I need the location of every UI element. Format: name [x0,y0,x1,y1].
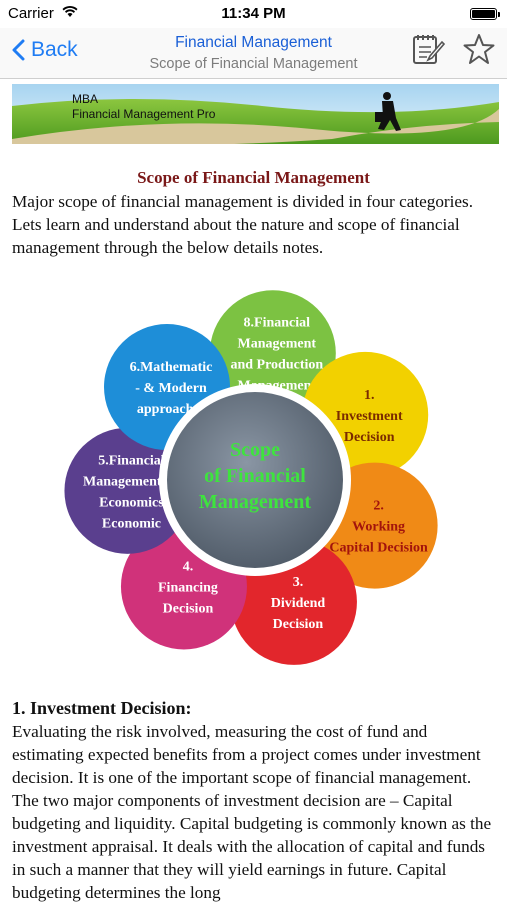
petal-label: 2. [373,499,384,514]
petal-label: and Production [230,358,323,373]
section-heading: 1. Investment Decision: [12,698,192,718]
petal-label: 3. [293,575,304,590]
app-banner: MBA Financial Management Pro [12,84,499,144]
back-button[interactable]: Back [12,38,78,62]
battery-icon [470,8,500,20]
petal-label: 5.Financial [98,453,165,468]
petal-label: Dividend [271,596,326,611]
petal-label: - & Modern [135,381,207,396]
petal-circle [209,290,336,417]
petal-label: Decision [344,430,395,445]
center-label: of Financial [204,465,306,487]
petal-label: Management an [83,474,180,489]
page-title: Financial Management [175,34,332,51]
petal-label: 1. [364,388,375,403]
banner-line-2: Financial Management Pro [72,107,216,121]
section-paragraph: Evaluating the risk involved, measuring … [12,722,492,902]
status-time: 11:34 PM [221,5,286,22]
banner-line-1: MBA [72,92,99,106]
petal-label: Management [238,337,317,352]
petal-label: Decision [273,617,324,632]
intro-paragraph: Major scope of financial management is d… [12,192,474,257]
petal-label: Economic [102,516,161,531]
petal-label: Economics [99,495,164,510]
petal-label: Decision [163,601,214,616]
page-subtitle: Scope of Financial Management [149,56,358,72]
petal-label: Investment [336,409,403,424]
back-label: Back [31,38,78,61]
center-circle [167,392,343,568]
article-heading: Scope of Financial Management [137,168,370,187]
navigation-bar: Back Financial Management Scope of Finan… [0,28,507,79]
petal-label: Financing [158,580,218,595]
chevron-left-icon [12,39,25,61]
center-label: Management [199,491,312,513]
notes-edit-icon[interactable] [411,32,446,71]
petal-label: 6.Mathematic [130,360,213,375]
banner-landscape-image [12,84,499,144]
petal-label: 8.Financial [244,316,311,331]
wifi-icon [62,5,78,23]
star-favorite-icon[interactable] [462,32,496,71]
center-label: Scope [230,439,280,461]
petal-label: Capital Decision [329,541,428,556]
petal-label: 4. [183,559,194,574]
petal-circle [64,427,191,554]
petal-label: Working [352,520,405,535]
status-bar: Carrier 11:34 PM [0,0,507,28]
carrier-label: Carrier [8,5,54,22]
